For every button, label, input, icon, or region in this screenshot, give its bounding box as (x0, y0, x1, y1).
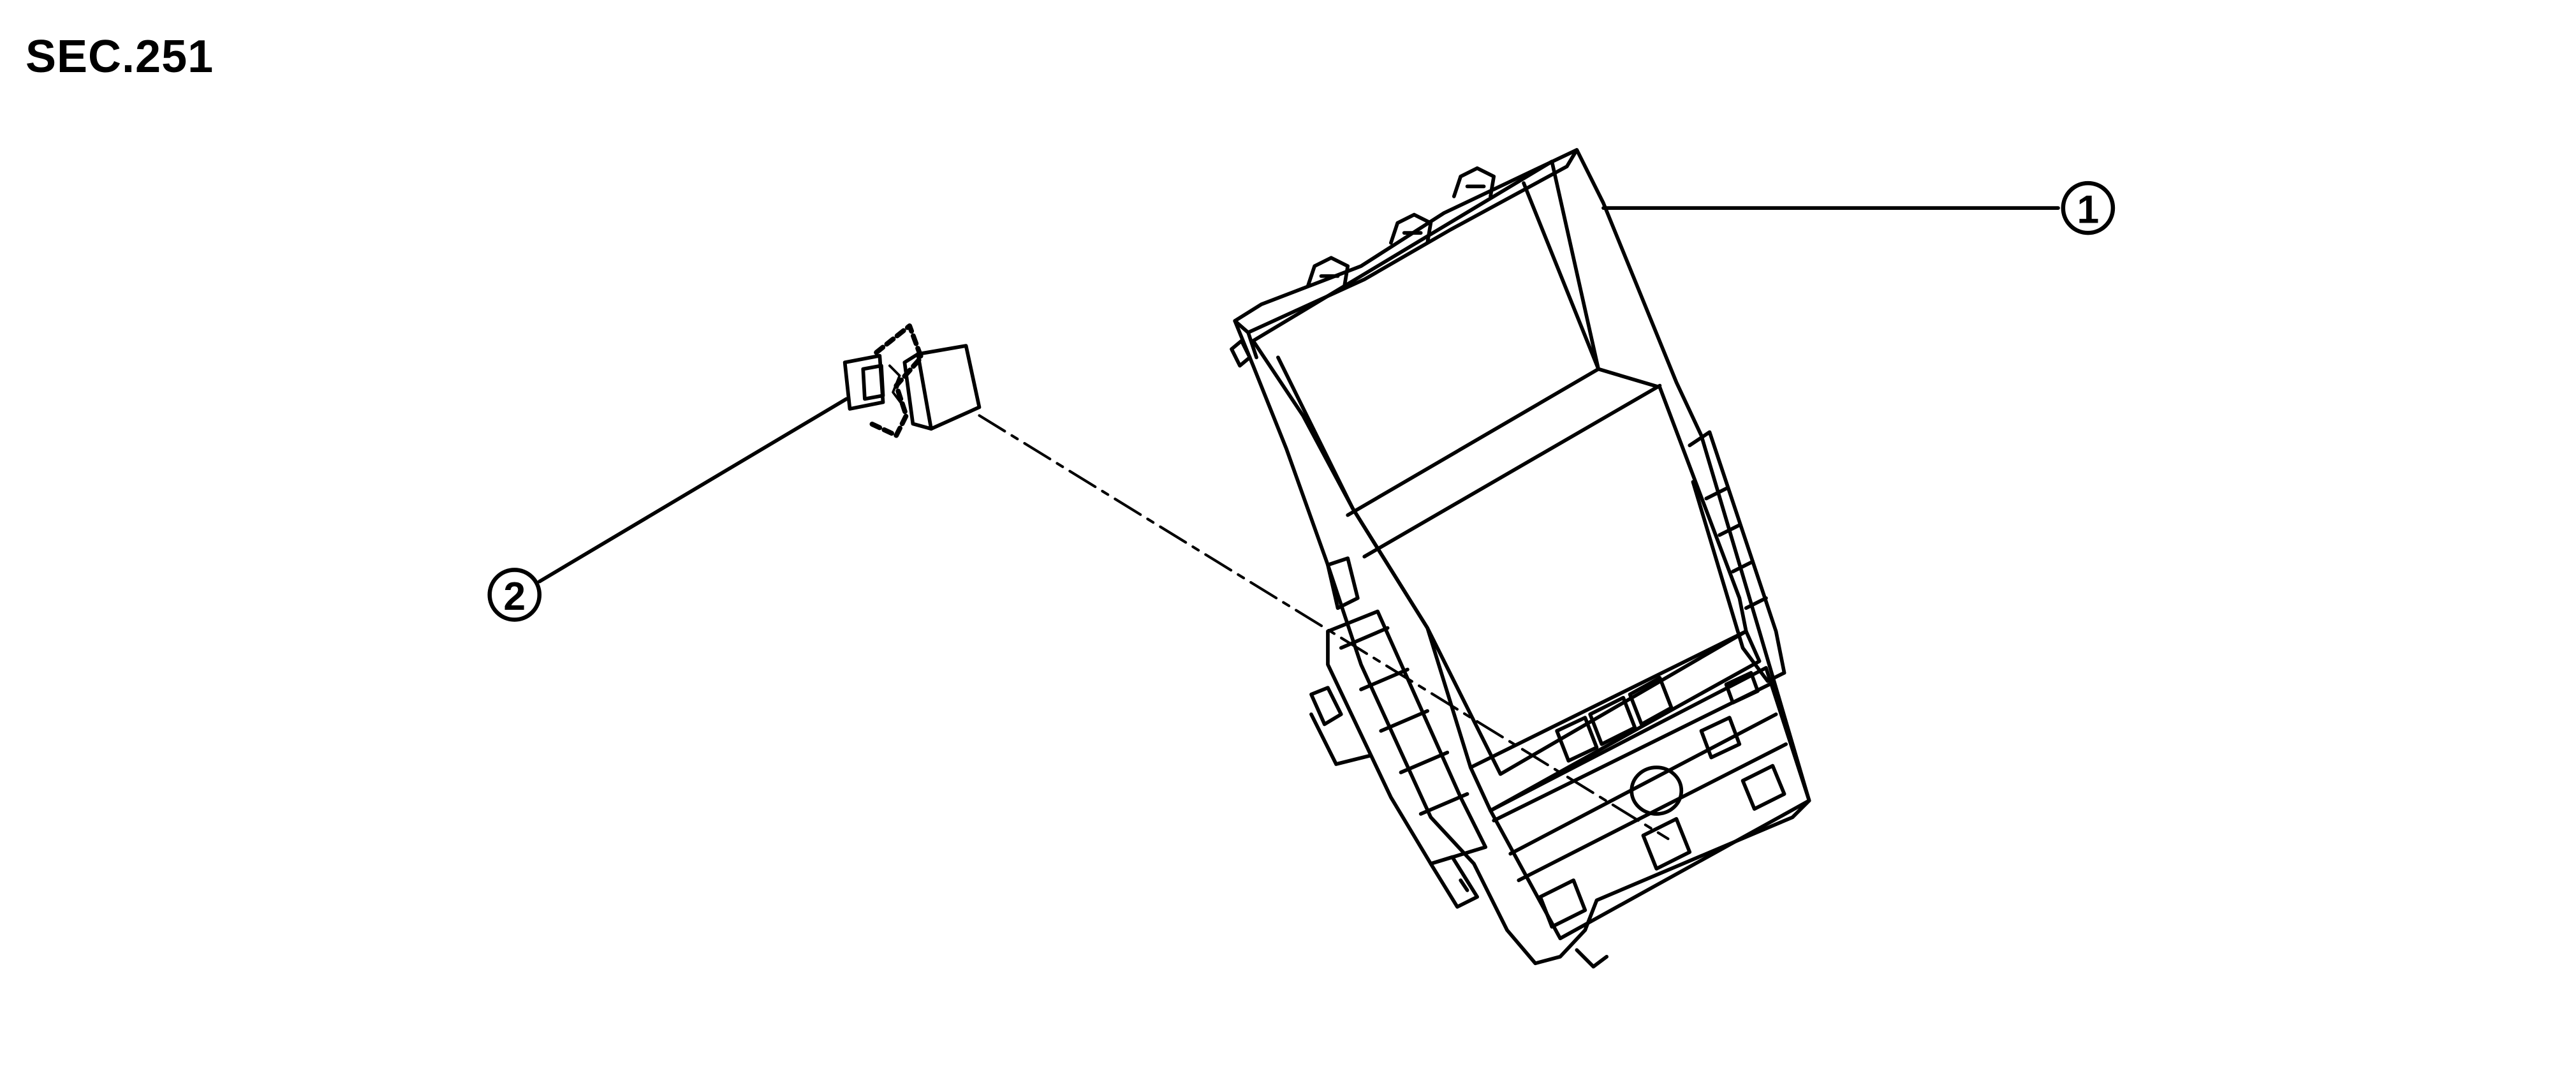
callout-2: 2 (487, 568, 542, 622)
callout-2-leader (537, 397, 849, 584)
switch-unit (843, 323, 982, 438)
installation-direction-line (978, 414, 1670, 841)
section-label: SEC.251 (26, 31, 214, 82)
callout-1: 1 (2061, 181, 2116, 235)
callout-2-number: 2 (503, 574, 526, 619)
callout-1-number: 1 (2077, 188, 2100, 232)
cluster-lid-assembly (1230, 148, 1811, 969)
